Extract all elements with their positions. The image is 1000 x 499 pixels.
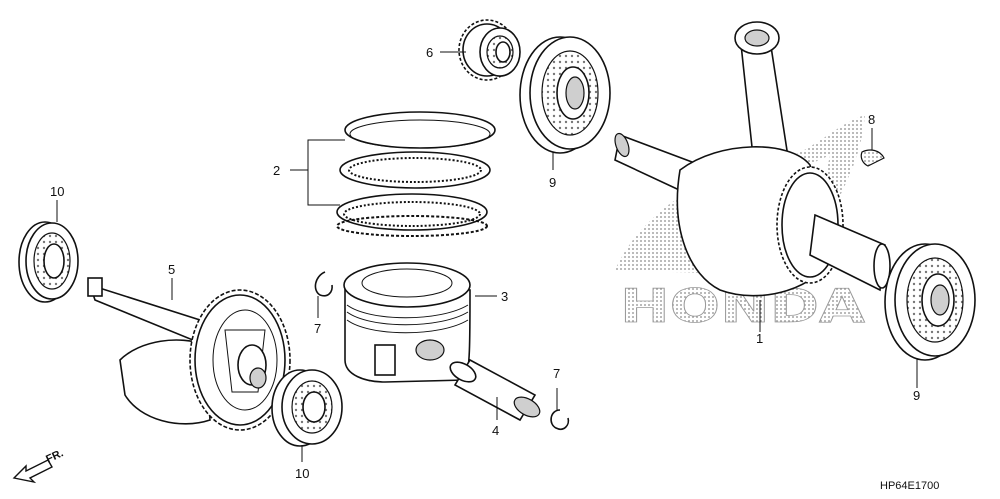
piston-pin-clip-right	[550, 409, 570, 430]
piston-pin-clip-left	[314, 271, 333, 297]
piston-rings	[336, 111, 496, 237]
label-bearing-left-top: 10	[50, 184, 64, 199]
piston	[343, 262, 471, 383]
label-woodruff-key: 8	[868, 112, 875, 127]
label-clip-left: 7	[314, 321, 321, 336]
ball-bearing-left-top	[18, 221, 79, 303]
label-piston-pin: 4	[492, 423, 499, 438]
woodruff-key	[860, 149, 885, 167]
balancer-shaft	[87, 277, 291, 431]
label-gear-bearing: 6	[426, 45, 433, 60]
crankshaft-assembly	[614, 21, 891, 297]
label-crankshaft: 1	[756, 331, 763, 346]
needle-bearing-gear	[458, 19, 521, 81]
diagram-code: HP64E1700	[880, 480, 939, 492]
piston-pin	[449, 358, 541, 422]
label-bearing-right: 9	[913, 388, 920, 403]
ball-bearing-top	[519, 36, 611, 154]
front-direction-label: FR.	[44, 447, 65, 465]
label-piston: 3	[501, 289, 508, 304]
ball-bearing-left-bottom	[271, 369, 343, 447]
label-balancer-shaft: 5	[168, 262, 175, 277]
label-bearing-top: 9	[549, 175, 556, 190]
label-bearing-left-bottom: 10	[295, 466, 309, 481]
leader-lines	[56, 51, 918, 462]
ball-bearing-right	[884, 243, 976, 361]
label-piston-rings: 2	[273, 163, 280, 178]
label-clip-right: 7	[553, 366, 560, 381]
front-direction-arrow: FR.	[12, 447, 65, 484]
